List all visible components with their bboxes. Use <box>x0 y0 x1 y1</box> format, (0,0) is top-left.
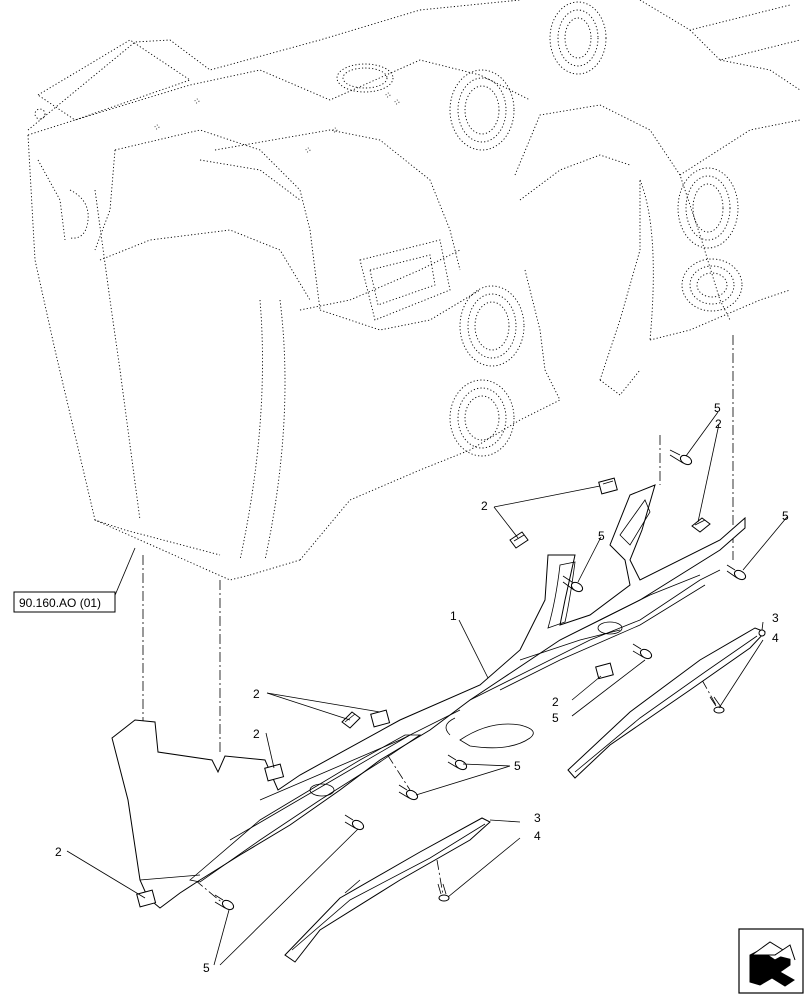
clip <box>136 889 157 908</box>
lower-trim-panel <box>111 484 746 909</box>
callout-2: 2 <box>55 845 62 859</box>
callout-5: 5 <box>598 529 605 543</box>
trim-strip-lower <box>284 817 491 963</box>
callout-5: 5 <box>514 759 521 773</box>
clip <box>264 763 285 782</box>
callout-4: 4 <box>772 631 779 645</box>
section-reference: 90.160.AO (01) <box>13 591 116 613</box>
callouts: 1 2 2 2 2 2 2 3 3 4 4 5 5 5 5 5 5 <box>55 401 789 975</box>
dashboard-phantom-outline <box>27 0 801 581</box>
callout-4: 4 <box>534 829 541 843</box>
navigation-arrow-icon[interactable] <box>738 928 804 994</box>
screw <box>562 575 584 593</box>
trim-strip-right <box>567 627 766 779</box>
callout-1: 1 <box>450 609 457 623</box>
callout-5: 5 <box>203 961 210 975</box>
callout-5: 5 <box>714 401 721 415</box>
callout-5: 5 <box>552 711 559 725</box>
dashboard-air-vents <box>336 1 743 457</box>
clip <box>509 531 529 549</box>
screw <box>726 564 747 581</box>
callout-2: 2 <box>481 499 488 513</box>
callout-2: 2 <box>253 687 260 701</box>
screw <box>398 784 419 801</box>
section-reference-label: 90.160.AO (01) <box>19 596 101 610</box>
callout-2: 2 <box>552 695 559 709</box>
clip <box>598 477 618 495</box>
callout-2: 2 <box>253 727 260 741</box>
clip <box>370 709 391 728</box>
push-pin <box>709 696 725 714</box>
clip <box>341 711 361 729</box>
clip <box>691 517 711 533</box>
leader-lines <box>66 411 788 966</box>
callout-3: 3 <box>534 811 541 825</box>
push-pin <box>437 883 450 902</box>
callout-2: 2 <box>715 417 722 431</box>
callout-3: 3 <box>772 611 779 625</box>
screw <box>632 643 653 660</box>
screw <box>669 449 693 466</box>
clip <box>595 662 614 680</box>
screw <box>344 814 365 831</box>
screw <box>447 754 468 771</box>
callout-5: 5 <box>782 509 789 523</box>
screw <box>214 894 235 911</box>
